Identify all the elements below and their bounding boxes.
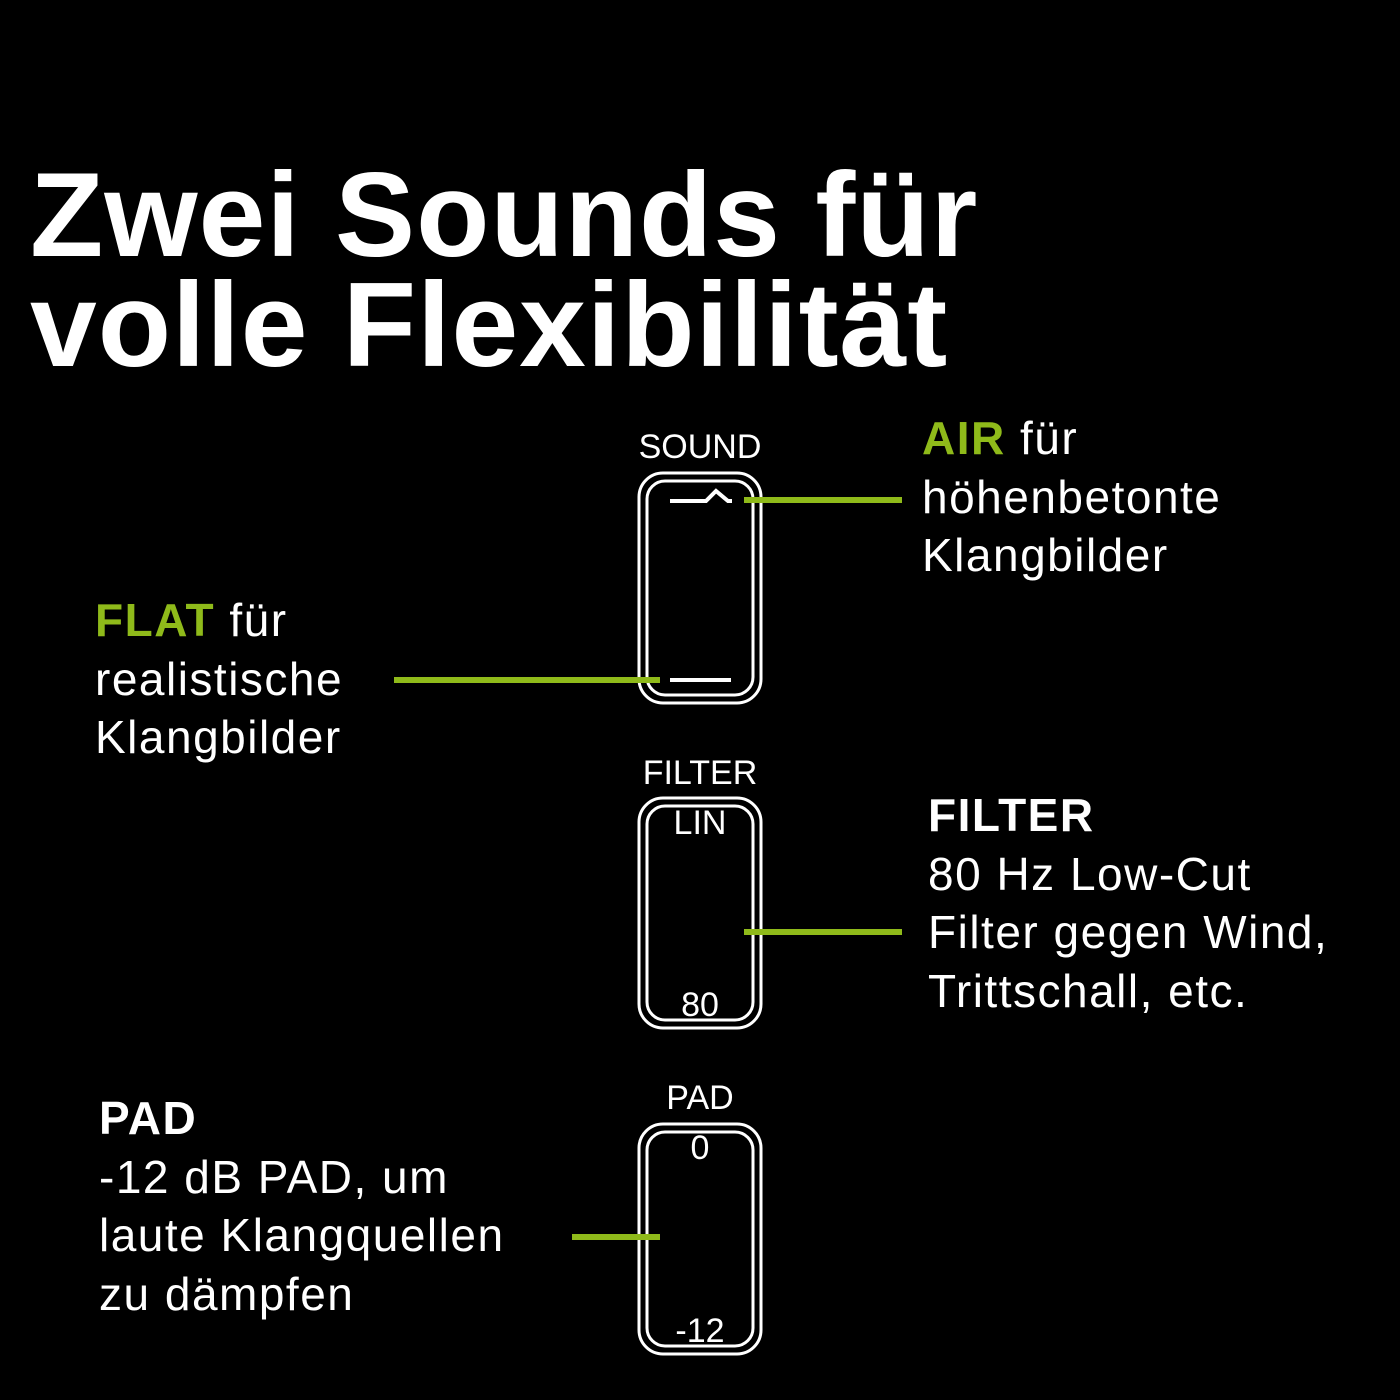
pad-0-label: 0 — [690, 1129, 710, 1167]
filter-callout: FILTER 80 Hz Low-Cut Filter gegen Wind, … — [928, 786, 1328, 1020]
title-line-2: volle Flexibilität — [30, 258, 949, 392]
pad-line: zu dämpfen — [99, 1267, 355, 1320]
filter-line: Filter gegen Wind, — [928, 906, 1329, 958]
filter-lin-label: LIN — [673, 804, 727, 842]
air-line: Klangbilder — [922, 529, 1169, 581]
pad-heading: PAD — [99, 1092, 198, 1144]
pad-switch-label: PAD — [666, 1079, 734, 1117]
filter-line: Trittschall, etc. — [928, 964, 1249, 1017]
pad-callout: PAD -12 dB PAD, um laute Klangquellen zu… — [99, 1089, 505, 1323]
flat-line: Klangbilder — [95, 711, 342, 763]
filter-80-label: 80 — [681, 986, 719, 1024]
filter-switch-label: FILTER — [642, 754, 758, 792]
pad-line: -12 dB PAD, um — [99, 1150, 449, 1203]
flat-keyword: FLAT — [95, 594, 216, 646]
pad-line: laute Klangquellen — [99, 1209, 505, 1261]
air-curve-icon — [670, 488, 732, 503]
title-line-1: Zwei Sounds für — [30, 148, 979, 282]
pad-minus12-label: -12 — [675, 1312, 725, 1350]
flat-rest: für — [215, 594, 288, 646]
flat-line: realistische — [95, 652, 344, 705]
air-line: höhenbetonte — [922, 470, 1222, 523]
sound-switch — [637, 471, 763, 705]
filter-switch — [637, 796, 763, 1030]
air-callout: AIR für höhenbetonte Klangbilder — [922, 409, 1221, 585]
air-rest: für — [1005, 412, 1079, 464]
air-keyword: AIR — [922, 412, 1006, 464]
filter-heading: FILTER — [928, 789, 1095, 841]
flat-callout: FLAT für realistische Klangbilder — [95, 591, 343, 767]
page-title: Zwei Sounds für volle Flexibilität — [30, 148, 979, 392]
filter-line: 80 Hz Low-Cut — [928, 847, 1252, 900]
sound-switch-label: SOUND — [638, 428, 762, 466]
